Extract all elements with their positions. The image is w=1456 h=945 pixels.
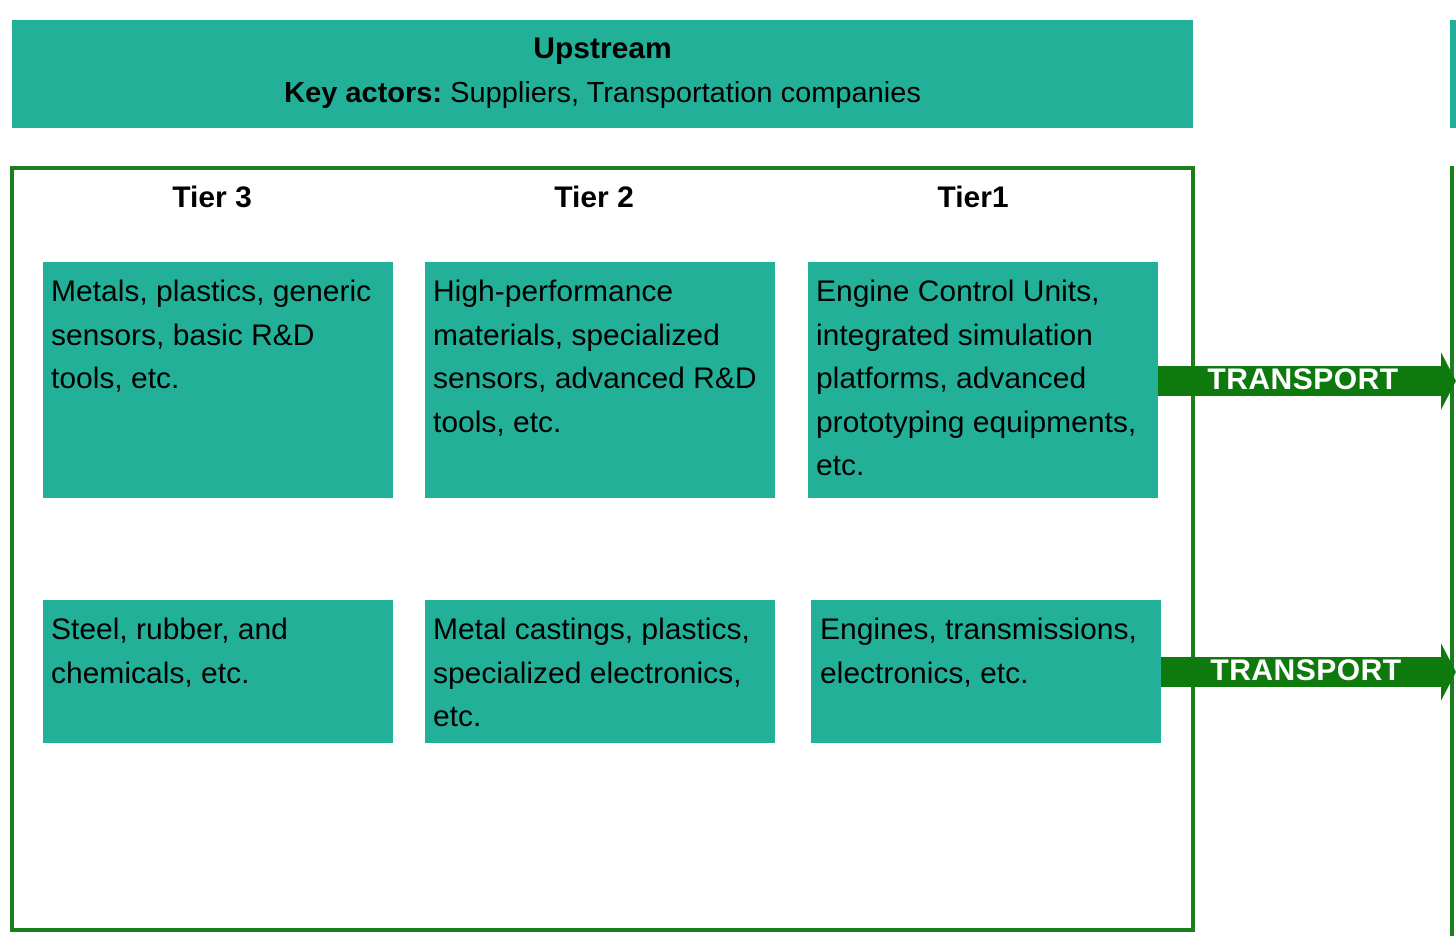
- transport-label-2: TRANSPORT: [1210, 654, 1402, 687]
- next-stage-header-edge: [1450, 20, 1456, 128]
- upstream-frame: [10, 166, 1195, 932]
- transport-arrow-1: TRANSPORT: [1158, 352, 1456, 410]
- header-title: Upstream: [533, 32, 672, 65]
- key-actors-line: Key actors: Suppliers, Transportation co…: [12, 76, 1193, 110]
- tier-3-box-row-1: Metals, plastics, generic sensors, basic…: [43, 262, 393, 498]
- key-actors-label: Key actors:: [284, 77, 443, 109]
- tier-3-box-row-2: Steel, rubber, and chemicals, etc.: [43, 600, 393, 743]
- key-actors-value: Suppliers, Transportation companies: [442, 77, 921, 109]
- tier-1-label: Tier1: [937, 181, 1009, 214]
- next-stage-frame-edge: [1450, 166, 1456, 936]
- tier-2-box-row-1: High-performance materials, specialized …: [425, 262, 775, 498]
- tier-1-box-row-1: Engine Control Units, integrated simulat…: [808, 262, 1158, 498]
- transport-label-1: TRANSPORT: [1207, 363, 1399, 396]
- upstream-header: Upstream Key actors: Suppliers, Transpor…: [12, 20, 1193, 128]
- tier-1-box-row-2: Engines, transmissions, electronics, etc…: [811, 600, 1161, 743]
- arrow-shape: [1158, 352, 1456, 410]
- tier-3-label: Tier 3: [172, 181, 252, 214]
- arrow-shape: [1161, 643, 1456, 701]
- transport-arrow-2: TRANSPORT: [1161, 643, 1456, 701]
- tier-2-label: Tier 2: [554, 181, 634, 214]
- tier-2-box-row-2: Metal castings, plastics, specialized el…: [425, 600, 775, 743]
